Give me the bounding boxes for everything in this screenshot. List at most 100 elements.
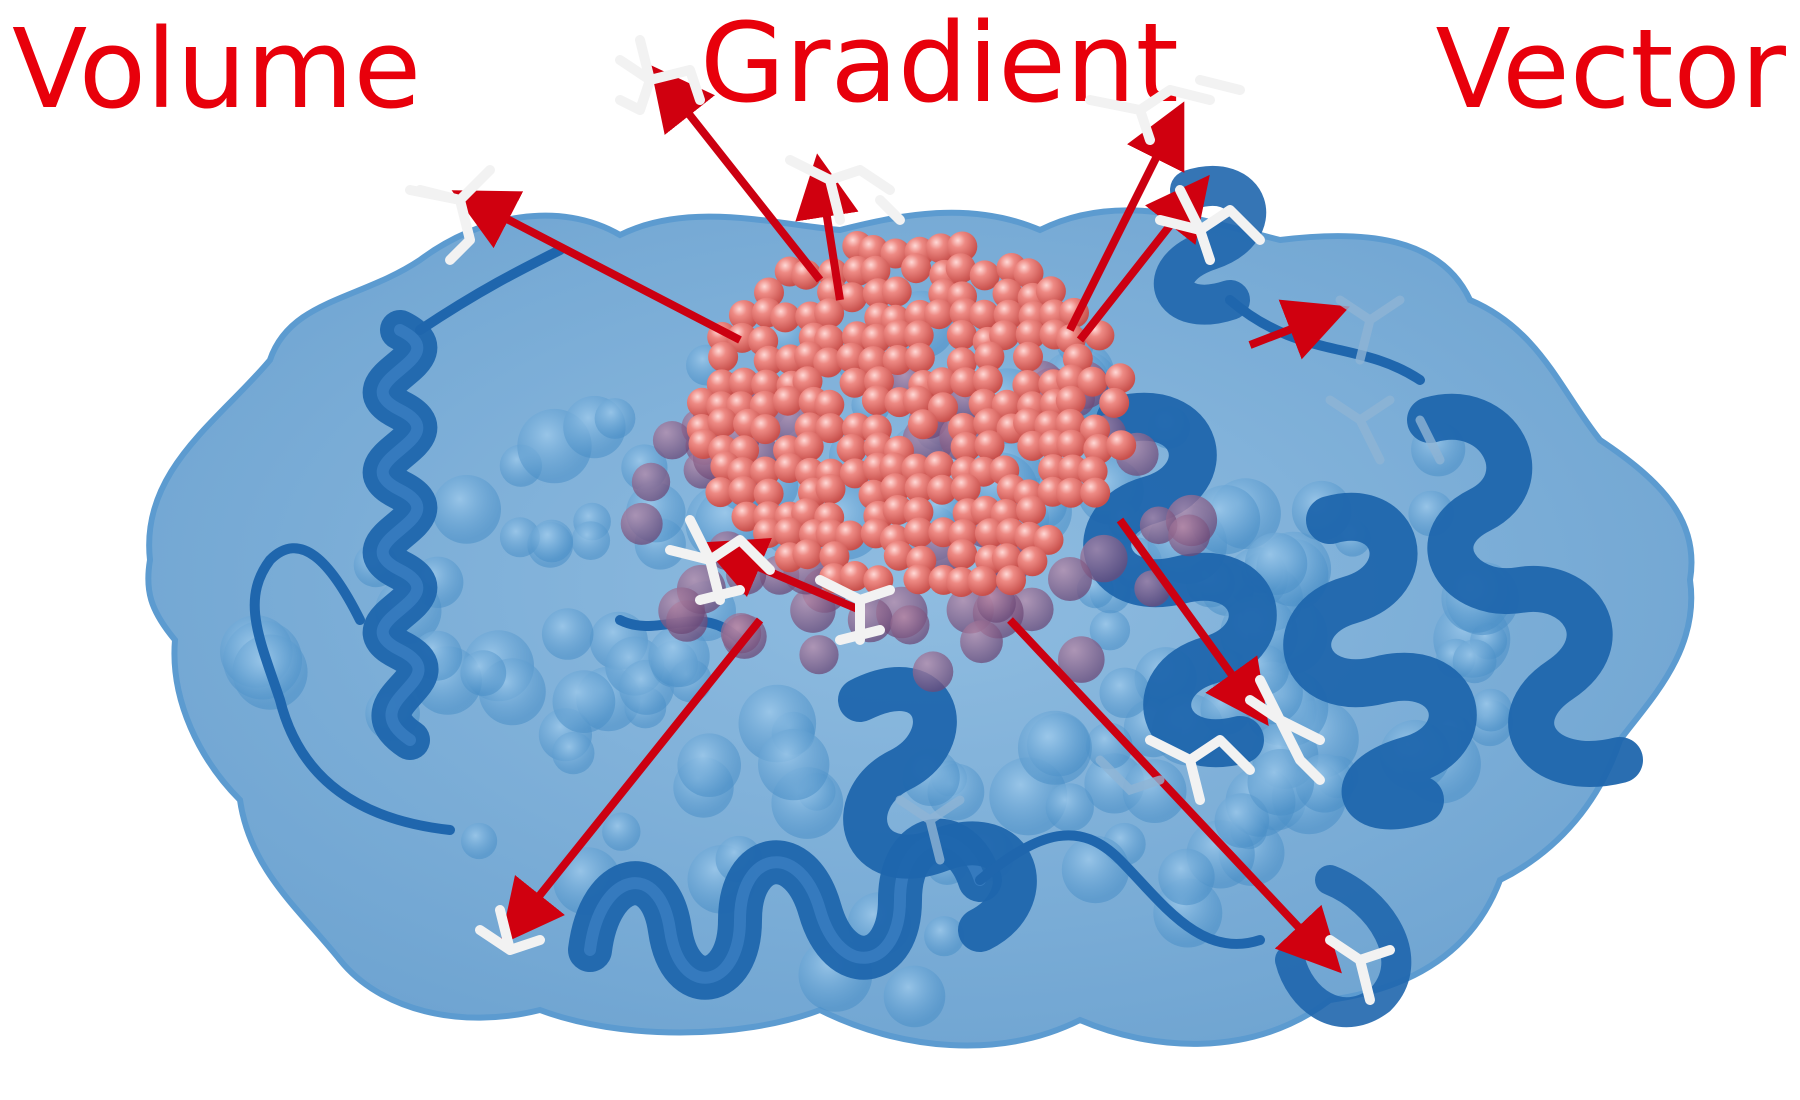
arrow (1007, 617, 1342, 974)
surface-bump (541, 608, 594, 660)
stick-residues-faint (895, 295, 1445, 865)
cavity-sphere-dark (912, 651, 954, 692)
cavity-sphere (1035, 276, 1066, 307)
cavity-sphere (839, 458, 870, 489)
cavity-sphere (836, 434, 867, 464)
cavity-sphere (881, 276, 912, 307)
cavity-sphere (974, 430, 1005, 461)
surface-bump (1469, 688, 1513, 732)
cavity-sphere (903, 564, 934, 595)
cavity-sphere (835, 520, 865, 551)
cavity-sphere (991, 389, 1022, 420)
cavity-sphere-dark (1139, 506, 1178, 545)
cavity-sphere (969, 260, 1000, 291)
cavity-sphere (705, 477, 736, 508)
stick-residues (405, 35, 1395, 1005)
cavity-sphere (751, 369, 782, 400)
cavity-sphere (882, 345, 913, 375)
arrow (1248, 299, 1350, 360)
title-vector: Vector (1435, 5, 1786, 133)
cavity-sphere (901, 253, 932, 284)
surface-bump (1214, 793, 1270, 848)
cavity-sphere (1083, 434, 1114, 464)
cavity-sphere-dark (631, 462, 671, 502)
cavity-sphere-dark (1048, 557, 1092, 601)
arrow (451, 190, 742, 344)
surface-bump (460, 650, 507, 696)
cavity-sphere (928, 392, 958, 423)
cavity-sphere (927, 474, 957, 505)
cavity-sphere-dark (1058, 636, 1105, 683)
surface-bump (1158, 848, 1215, 906)
cavity-sphere (860, 255, 891, 286)
cavity-sphere (1056, 477, 1086, 508)
cavity-sphere (706, 369, 737, 400)
surface-bump (648, 625, 710, 688)
surface-bump (530, 519, 574, 563)
cavity-sphere (753, 478, 784, 509)
cavity-sphere (813, 347, 844, 378)
cavity-sphere (947, 231, 978, 262)
cavity-sphere (1099, 387, 1130, 418)
surface-bump (594, 398, 636, 439)
surface-bump (602, 812, 641, 851)
cavity-sphere (974, 341, 1005, 372)
surface-bump (499, 517, 540, 558)
cavity-sphere (924, 299, 954, 330)
cavity-sphere (950, 473, 981, 504)
arrow (1066, 101, 1185, 332)
surface-bump (571, 521, 611, 560)
surface-bump (552, 670, 616, 733)
gradient-arrows (451, 64, 1350, 974)
cavity-sphere (1080, 477, 1111, 508)
cavity-sphere (945, 253, 976, 284)
cavity-sphere (707, 407, 738, 438)
surface-bump (432, 475, 501, 544)
cavity-sphere-dark (799, 635, 839, 675)
cavity-sphere (903, 320, 934, 351)
surface-bump (552, 731, 595, 775)
cavity-sphere-dark (1168, 514, 1210, 557)
cavity-sphere-dark (1080, 534, 1128, 583)
cavity-sphere (904, 473, 935, 504)
surface-bump (1089, 610, 1131, 651)
cavity-sphere (772, 385, 803, 416)
cavity-sphere (946, 320, 977, 350)
surface-bump (677, 733, 741, 797)
cavity-sphere (753, 345, 784, 376)
cavity-sphere (904, 342, 935, 373)
cavity-sphere (839, 367, 870, 398)
cavity-sphere (861, 385, 892, 416)
cavity-sphere (1056, 429, 1087, 460)
cavity-sphere (996, 565, 1026, 596)
cavity-sphere (731, 501, 762, 532)
cavity-sphere-dark (658, 587, 705, 634)
cavity-sphere (950, 367, 981, 398)
cavity-sphere (927, 367, 958, 398)
cavity-sphere (880, 473, 911, 504)
arrow (795, 153, 859, 301)
cavity-sphere (814, 298, 845, 329)
cavity-sphere (907, 409, 938, 440)
cavity-sphere-dark (890, 605, 930, 645)
surface-bump (1017, 710, 1092, 785)
cavity-sphere (729, 367, 759, 398)
surface-bump (758, 728, 830, 801)
arrow (1116, 517, 1269, 726)
surface-bump (924, 916, 965, 957)
cavity-sphere (837, 282, 868, 313)
cavity-sphere (925, 233, 956, 264)
cavity-sphere (1077, 366, 1108, 397)
cavity-sphere (1033, 524, 1064, 555)
cavity-sphere (972, 365, 1003, 396)
surface-bump (461, 822, 498, 860)
cavity-sphere (974, 518, 1005, 549)
cavity-sphere (904, 517, 934, 548)
cavity-sphere (969, 299, 1000, 330)
cavity-sphere (883, 540, 914, 571)
surface-bump (1099, 667, 1150, 718)
surface-bump (883, 965, 946, 1028)
cavity-sphere (792, 539, 823, 570)
cavity-sphere (819, 541, 850, 572)
arrow (500, 617, 764, 945)
